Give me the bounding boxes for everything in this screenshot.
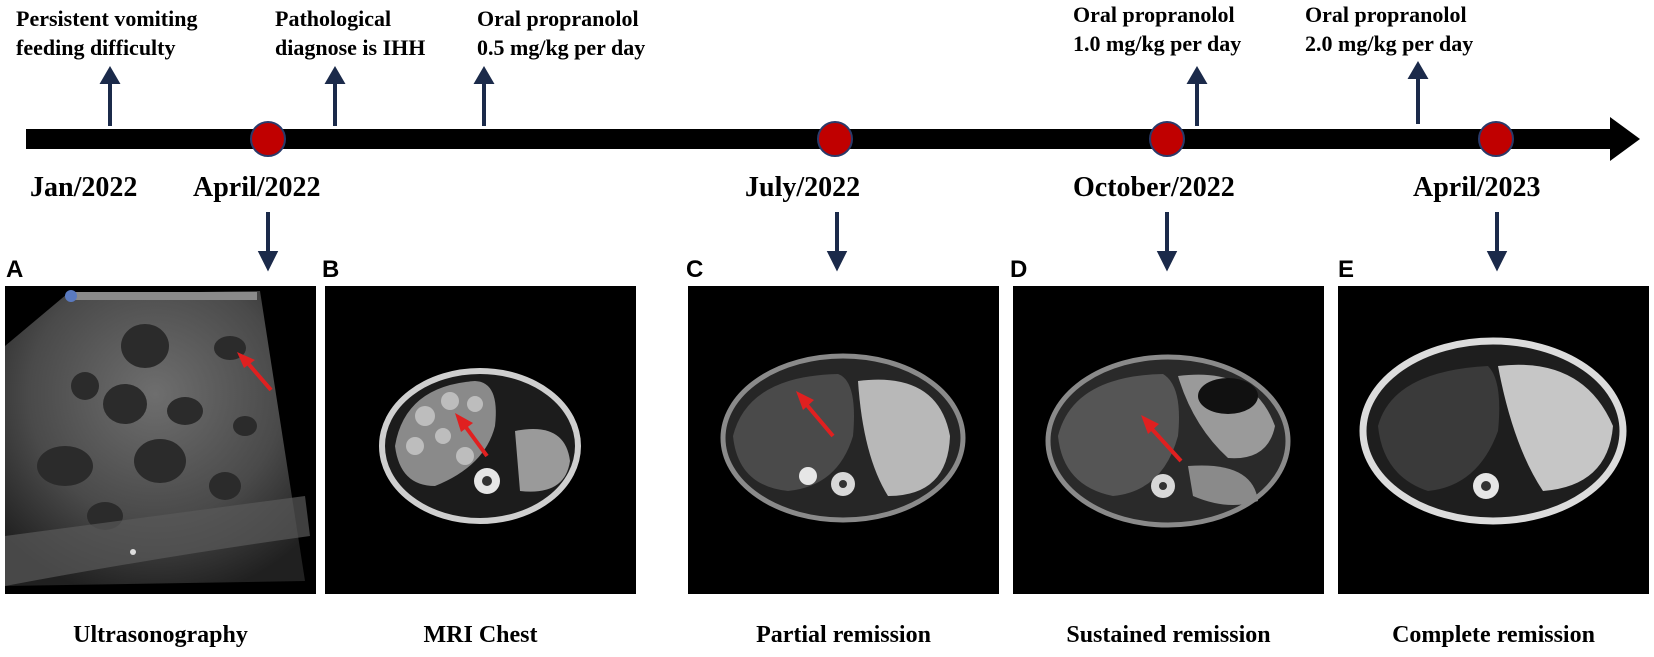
event-propranolol-20: Oral propranolol 2.0 mg/kg per day (1305, 0, 1473, 58)
panel-e-mri-image (1338, 286, 1649, 594)
event-vomiting-line1: Persistent vomiting (16, 6, 198, 31)
event-vomiting-line2: feeding difficulty (16, 35, 176, 60)
date-october-2022: October/2022 (1073, 172, 1235, 203)
event-propranolol-05: Oral propranolol 0.5 mg/kg per day (477, 4, 645, 62)
timeline-arrowhead (1610, 117, 1640, 161)
event-propranolol-05-line2: 0.5 mg/kg per day (477, 35, 646, 60)
panel-c-mri-image (688, 286, 999, 594)
event-diagnosis: Pathological diagnose is IHH (275, 4, 425, 62)
panel-label-d: D (1010, 256, 1028, 283)
event-propranolol-20-line1: Oral propranolol (1305, 2, 1467, 27)
panel-label-a: A (6, 256, 24, 283)
event-propranolol-10: Oral propranolol 1.0 mg/kg per day (1073, 0, 1241, 58)
up-arrow-vomiting-head (99, 66, 121, 84)
up-arrow-propranolol-05-head (473, 66, 495, 84)
event-diagnosis-line2: diagnose is IHH (275, 35, 426, 60)
panel-label-e: E (1338, 256, 1355, 283)
panel-label-b: B (322, 256, 340, 283)
caption-partial-remission: Partial remission (756, 622, 931, 648)
panel-a-ultrasound-image (5, 286, 316, 594)
caption-mri-chest: MRI Chest (423, 622, 538, 648)
date-jan-2022: Jan/2022 (30, 172, 138, 203)
marker-april-2022 (250, 121, 286, 157)
date-july-2022: July/2022 (745, 172, 861, 203)
date-april-2023: April/2023 (1413, 172, 1541, 203)
down-arrow-april-2022-head (257, 251, 279, 272)
event-vomiting: Persistent vomiting feeding difficulty (16, 4, 197, 62)
event-propranolol-05-line1: Oral propranolol (477, 6, 639, 31)
up-arrow-propranolol-10-head (1186, 66, 1208, 84)
marker-april-2023 (1478, 121, 1514, 157)
timeline-bar (26, 129, 1616, 149)
down-arrow-october-2022-head (1156, 251, 1178, 272)
down-arrow-july-2022-head (826, 251, 848, 272)
event-propranolol-20-line2: 2.0 mg/kg per day (1305, 31, 1474, 56)
marker-july-2022 (817, 121, 853, 157)
panel-label-c: C (686, 256, 704, 283)
marker-october-2022 (1149, 121, 1185, 157)
caption-sustained-remission: Sustained remission (1066, 622, 1271, 648)
date-april-2022: April/2022 (193, 172, 321, 203)
event-propranolol-10-line1: Oral propranolol (1073, 2, 1235, 27)
up-arrow-propranolol-20-head (1407, 61, 1429, 79)
panel-b-mri-image (325, 286, 636, 594)
panel-d-mri-image (1013, 286, 1324, 594)
up-arrow-diagnosis-head (324, 66, 346, 84)
event-propranolol-10-line2: 1.0 mg/kg per day (1073, 31, 1242, 56)
event-diagnosis-line1: Pathological (275, 6, 392, 31)
caption-ultrasonography: Ultrasonography (73, 622, 248, 648)
caption-complete-remission: Complete remission (1392, 622, 1595, 648)
down-arrow-april-2023-head (1486, 251, 1508, 272)
